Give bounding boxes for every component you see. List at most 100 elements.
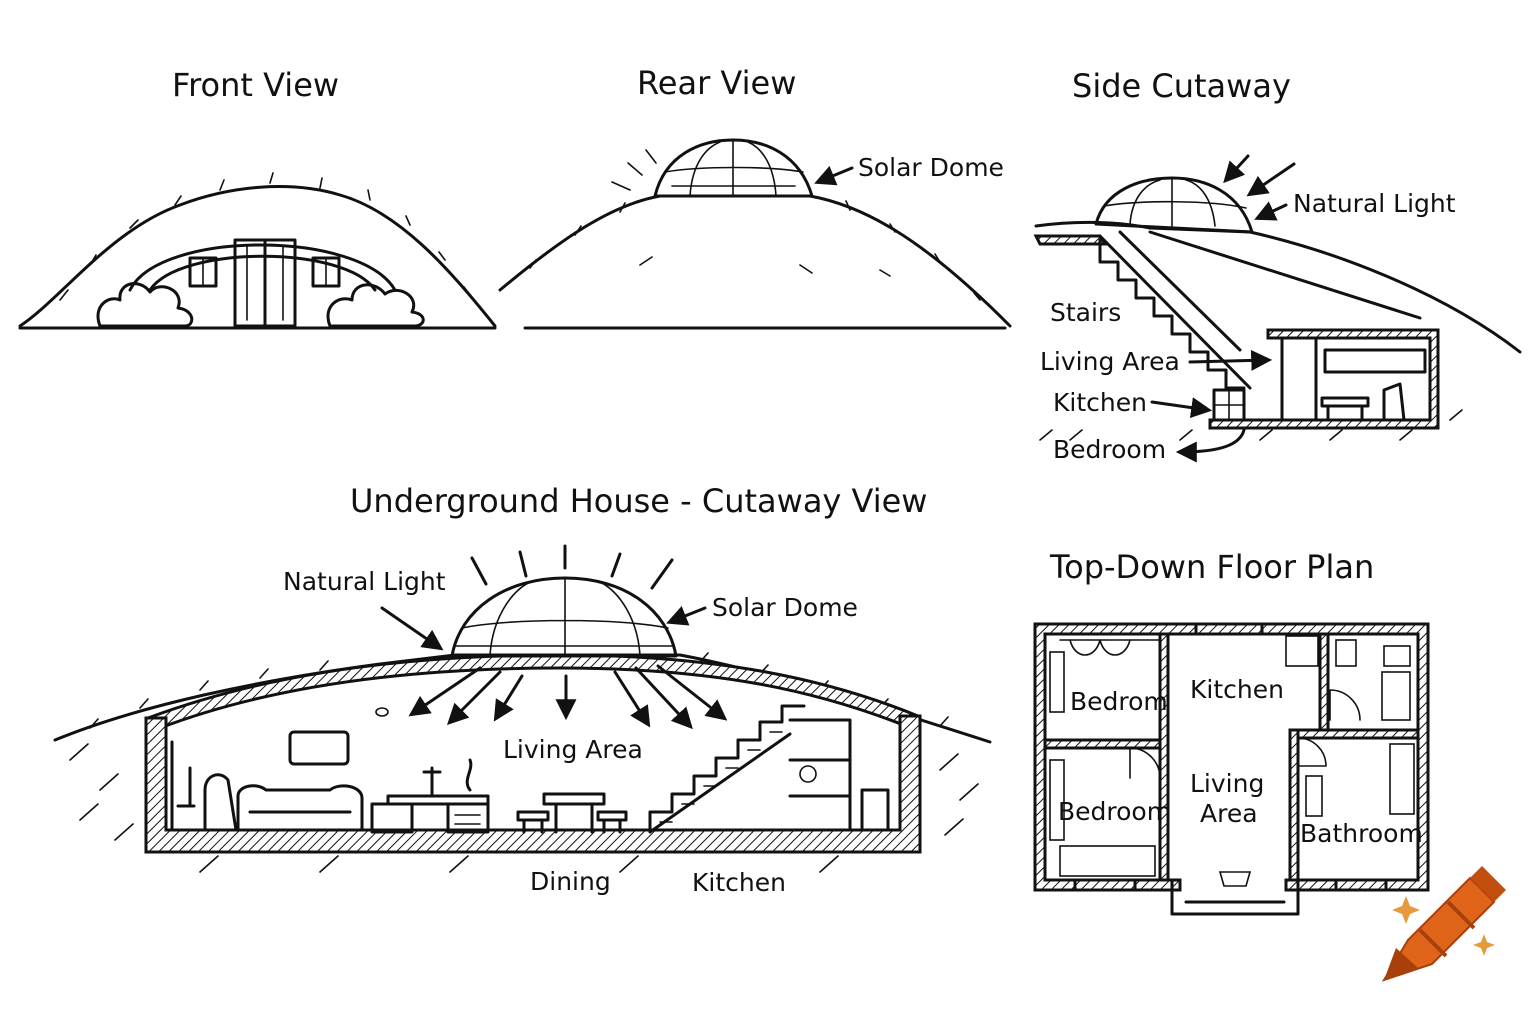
floor-plan: Top-Down Floor Plan Bedrom xyxy=(1033,548,1430,916)
rear-view-title: Rear View xyxy=(637,64,796,102)
side-roof-line xyxy=(1148,230,1422,320)
main-dining-label: Dining xyxy=(530,867,611,896)
main-stair-rail xyxy=(648,732,792,834)
plan-outer-walls xyxy=(1033,622,1430,892)
main-armchair xyxy=(203,773,238,832)
front-view: Front View xyxy=(18,66,497,330)
main-kitchen-bin xyxy=(860,788,890,832)
main-vase xyxy=(465,758,473,792)
front-bush-right xyxy=(326,283,425,328)
side-stairs-label: Stairs xyxy=(1050,298,1121,327)
side-bedroom-arrow xyxy=(1175,428,1246,463)
main-house-walls xyxy=(144,714,922,854)
plan-wall-left xyxy=(1158,632,1170,882)
plan-window-top xyxy=(1194,622,1264,636)
rear-grass xyxy=(529,200,981,301)
plan-bed xyxy=(1059,845,1156,877)
side-light-arrow-1 xyxy=(1223,154,1250,184)
main-sun-rays xyxy=(470,544,674,590)
front-mound xyxy=(18,185,497,328)
main-living-area-label: Living Area xyxy=(503,735,643,764)
front-arch-outer xyxy=(128,243,397,292)
main-roof-slab xyxy=(145,653,921,730)
main-soil xyxy=(69,743,979,873)
plan-wall-right xyxy=(1288,728,1300,882)
main-dome-ribs xyxy=(455,577,675,657)
side-kitchen-label: Kitchen xyxy=(1053,388,1147,417)
main-solar-dome xyxy=(450,576,678,658)
sparkle-icon xyxy=(1392,896,1420,924)
plan-window-bottom-left xyxy=(1073,878,1137,892)
side-cutaway: Side Cutaway Natural Light Stairs Living… xyxy=(1033,67,1522,464)
main-dining-stool-right xyxy=(596,810,628,822)
side-door xyxy=(1280,336,1318,422)
side-table xyxy=(1320,396,1370,408)
rear-solar-dome-arrow xyxy=(814,165,854,186)
main-wall-picture xyxy=(288,730,350,766)
main-kitchen-shelves xyxy=(788,718,852,832)
side-living-area-arrow xyxy=(1188,349,1273,371)
plan-kitchen-counter xyxy=(1285,635,1319,667)
plan-door-bedroom xyxy=(1129,747,1161,779)
rear-dome-ribs xyxy=(664,139,804,197)
plan-kitchen-label: Kitchen xyxy=(1190,675,1284,704)
side-bedroom-label: Bedroom xyxy=(1053,435,1166,464)
plan-bathtub xyxy=(1389,743,1415,815)
side-cutaway-title: Side Cutaway xyxy=(1072,67,1291,105)
sparkle-icon xyxy=(1473,934,1495,956)
main-dining-stool-left xyxy=(516,810,550,822)
rear-mound xyxy=(498,194,1012,328)
side-stair-rail xyxy=(1098,234,1252,390)
main-solar-dome-label: Solar Dome xyxy=(712,593,858,622)
side-kitchen-arrow xyxy=(1150,397,1213,419)
floor-plan-title: Top-Down Floor Plan xyxy=(1049,548,1374,586)
side-natural-light-label: Natural Light xyxy=(1293,189,1456,218)
side-light-arrow-2 xyxy=(1246,162,1296,197)
plan-bedrom-curtain xyxy=(1059,639,1161,656)
plan-sink xyxy=(1335,639,1357,667)
plan-bedroom-label: Bedroom xyxy=(1058,797,1171,826)
main-solar-dome-arrow xyxy=(666,606,707,626)
front-arch-inner xyxy=(148,254,377,292)
side-chair xyxy=(1382,382,1406,422)
main-kitchen-label: Kitchen xyxy=(692,868,786,897)
main-sofa xyxy=(236,784,364,832)
side-stairs xyxy=(1098,238,1246,390)
rear-view: Rear View Solar Dome xyxy=(498,64,1012,330)
plan-stove xyxy=(1383,645,1411,667)
main-desk xyxy=(386,794,490,806)
plan-wall-bath-divider xyxy=(1296,728,1420,740)
side-light-arrow-3 xyxy=(1254,201,1288,221)
main-side-table xyxy=(370,802,414,834)
rear-solar-dome-label: Solar Dome xyxy=(858,153,1004,182)
plan-fridge xyxy=(1381,671,1411,721)
main-desk-lamp xyxy=(422,766,442,798)
plan-bathroom-label: Bathroom xyxy=(1300,819,1423,848)
front-bush-left xyxy=(96,282,194,328)
main-cutaway: Underground House - Cutaway View Natural… xyxy=(53,482,992,897)
main-cutaway-title: Underground House - Cutaway View xyxy=(350,482,927,520)
front-view-title: Front View xyxy=(172,66,339,104)
side-ground-surface xyxy=(1034,220,1522,354)
main-natural-light-arrow xyxy=(380,606,444,651)
main-natural-light-label: Natural Light xyxy=(283,567,446,596)
side-room-walls xyxy=(1208,328,1440,430)
plan-living-label: Living xyxy=(1190,769,1264,798)
plan-wall-bedroom-divider xyxy=(1043,738,1162,750)
plan-wall-kitchen xyxy=(1318,632,1330,732)
rear-rays xyxy=(611,149,657,191)
main-staircase xyxy=(648,704,806,832)
crayon-logo-icon xyxy=(1381,866,1506,982)
plan-door-kitchen xyxy=(1329,689,1361,721)
plan-area-label: Area xyxy=(1200,799,1258,828)
side-living-area-label: Living Area xyxy=(1040,347,1180,376)
front-grass xyxy=(59,172,471,301)
plan-door-bath xyxy=(1297,737,1327,767)
plan-bedrom-label: Bedrom xyxy=(1070,687,1168,716)
main-dining-table xyxy=(542,792,606,806)
plan-entry xyxy=(1170,878,1300,916)
main-lamp xyxy=(170,740,196,832)
side-cabinet xyxy=(1323,348,1427,374)
plan-entry-mat xyxy=(1218,871,1252,887)
